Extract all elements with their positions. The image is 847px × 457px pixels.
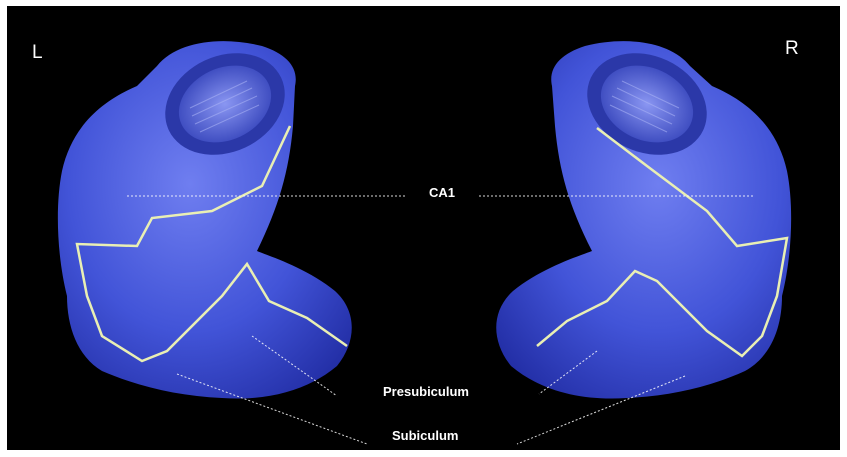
left-hippocampus xyxy=(58,34,352,398)
subiculum-label: Subiculum xyxy=(392,428,458,443)
presubiculum-label: Presubiculum xyxy=(383,384,469,399)
right-side-label: R xyxy=(785,38,799,60)
left-side-label: L xyxy=(32,42,43,64)
right-hippocampus xyxy=(496,34,791,398)
hippocampus-figure: L R CA1 Presubiculum Subiculum xyxy=(7,6,840,450)
ca1-label: CA1 xyxy=(429,185,455,200)
